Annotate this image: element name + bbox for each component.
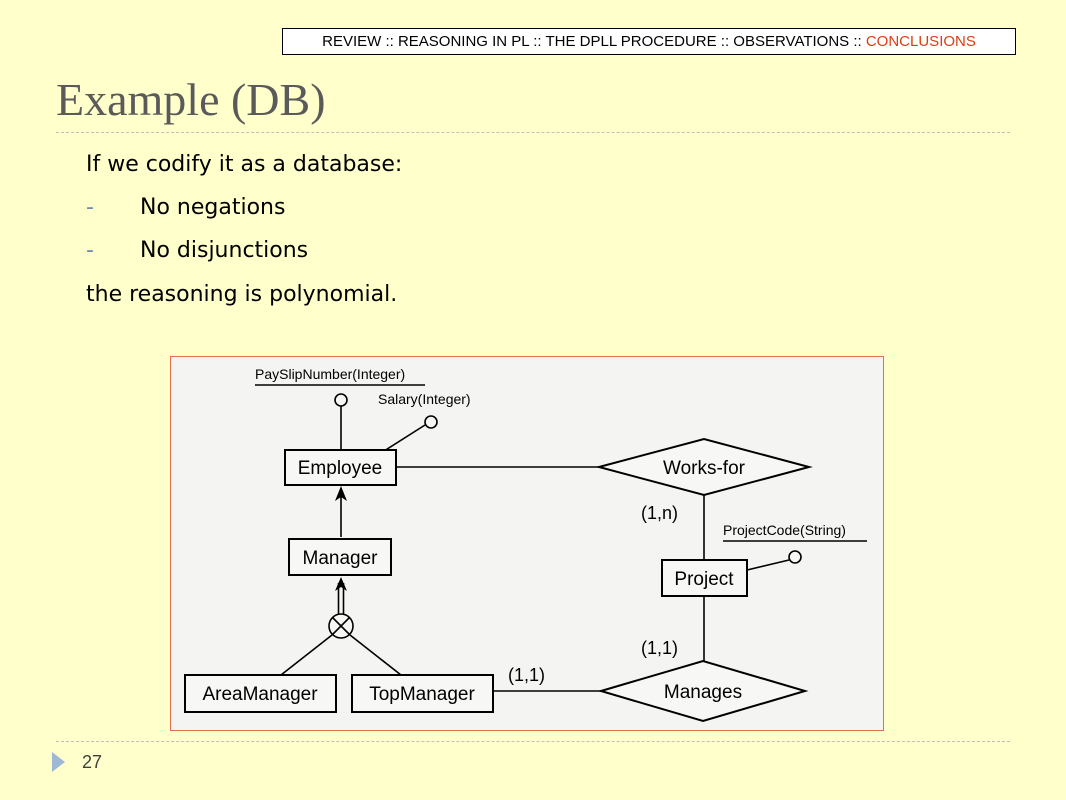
isa-arrowhead	[335, 486, 347, 501]
footer-divider	[56, 741, 1010, 742]
breadcrumb-active: CONCLUSIONS	[865, 33, 976, 50]
disjoint-cross	[332, 617, 350, 635]
intro-text: If we codify it as a database:	[86, 152, 403, 177]
entity-topmanager: TopManager	[369, 684, 475, 705]
attribute-salary: Salary(Integer)	[378, 391, 471, 407]
generalization-arrowhead	[335, 577, 347, 591]
entity-project: Project	[674, 569, 734, 590]
er-diagram: PaySlipNumber(Integer) Salary(Integer) E…	[170, 356, 884, 731]
cardinality-manages-topmanager: (1,1)	[508, 665, 545, 685]
entity-manager: Manager	[303, 548, 379, 569]
entity-areamanager: AreaManager	[202, 684, 318, 705]
slide-title: Example (DB)	[56, 74, 326, 125]
connector-line	[280, 634, 333, 676]
breadcrumb-path: REVIEW :: REASONING IN PL :: THE DPLL PR…	[322, 33, 866, 50]
cardinality-worksfor-project: (1,n)	[641, 503, 678, 523]
bullet-no-negations: No negations	[140, 195, 286, 220]
entity-project-box	[661, 559, 748, 597]
relationship-manages: Manages	[664, 682, 742, 703]
cardinality-manages-project: (1,1)	[641, 638, 678, 658]
attribute-circle-payslip	[334, 393, 348, 407]
attribute-projectcode: ProjectCode(String)	[723, 522, 846, 538]
connector-line	[380, 424, 426, 454]
attribute-circle-projectcode	[788, 550, 802, 564]
connector-line	[349, 634, 402, 676]
connector-line	[746, 559, 790, 571]
attribute-circle-salary	[424, 415, 438, 429]
page-number: 27	[82, 752, 103, 772]
entity-areamanager-box	[184, 674, 337, 713]
entity-topmanager-box	[351, 674, 494, 713]
conclusion-text: the reasoning is polynomial.	[86, 282, 398, 307]
bullet-marker: -	[86, 195, 94, 220]
entity-employee: Employee	[298, 458, 383, 479]
er-diagram-canvas: PaySlipNumber(Integer) Salary(Integer) E…	[184, 366, 867, 723]
relationship-worksfor: Works-for	[663, 458, 746, 479]
slide-arrow-icon	[52, 752, 65, 772]
entity-manager-box	[288, 538, 392, 576]
relationship-manages-shape	[597, 659, 809, 723]
title-divider	[56, 132, 1010, 133]
bullet-marker: -	[86, 238, 94, 263]
breadcrumb: REVIEW :: REASONING IN PL :: THE DPLL PR…	[282, 28, 1016, 55]
attribute-payslipnumber: PaySlipNumber(Integer)	[255, 366, 405, 382]
bullet-no-disjunctions: No disjunctions	[140, 238, 309, 263]
relationship-worksfor-shape	[595, 437, 813, 497]
